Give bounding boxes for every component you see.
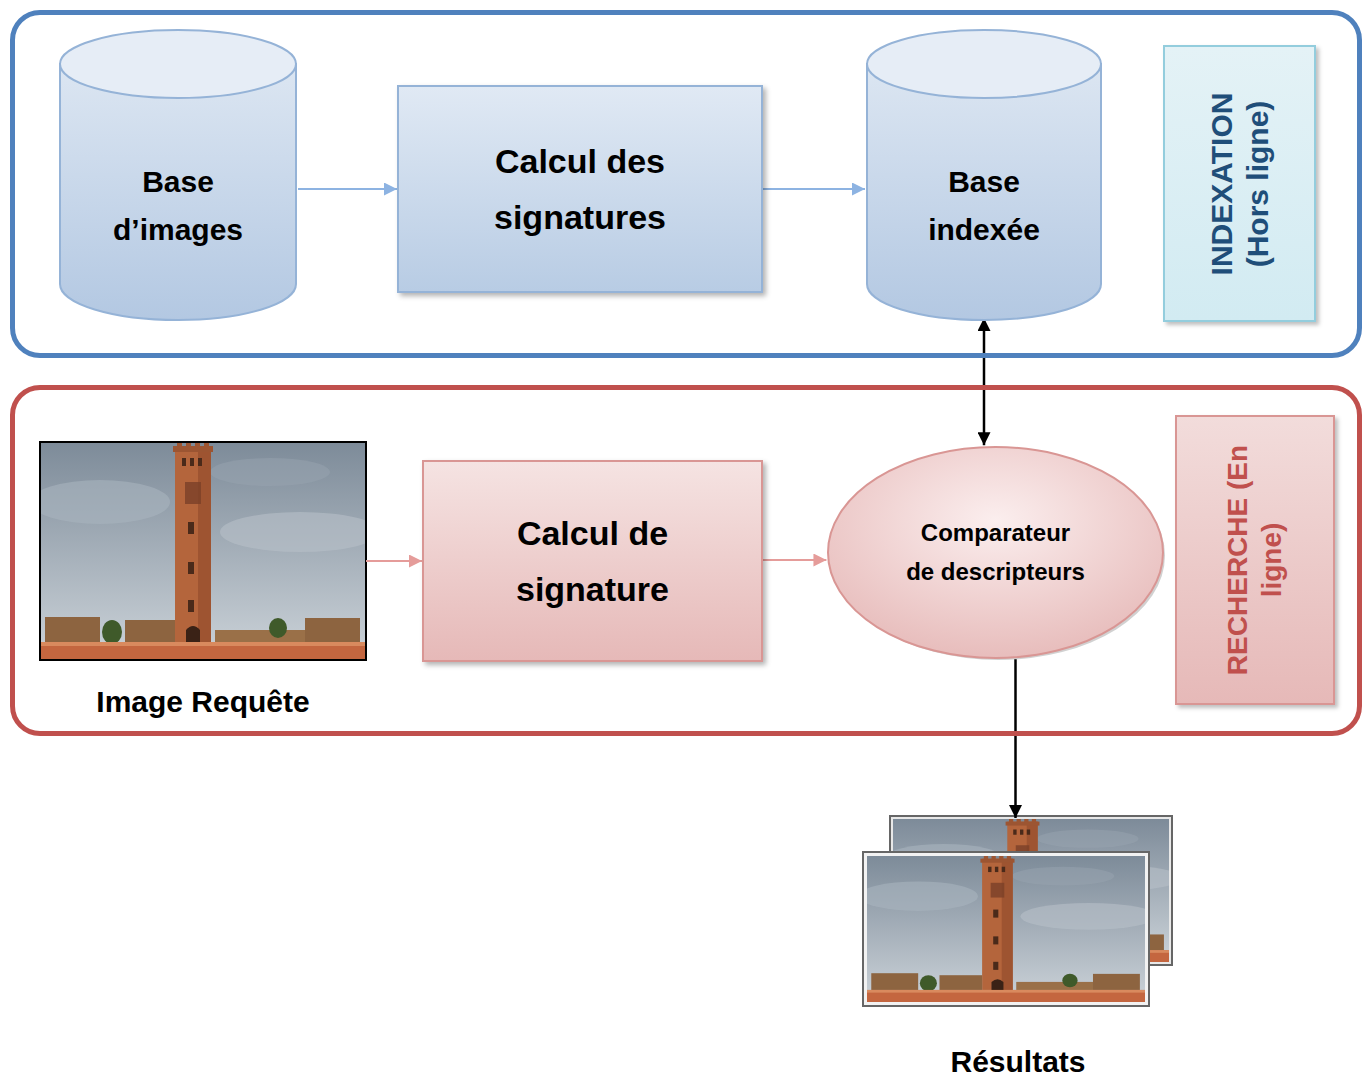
database-cylinder: Base indexée — [865, 28, 1103, 322]
node-label: Comparateur de descripteurs — [905, 514, 1087, 591]
arrow-connector — [763, 188, 865, 190]
node-label: Base indexée — [904, 158, 1064, 254]
section-band: INDEXATION (Hors ligne) Base d’images Calc… — [10, 10, 1362, 358]
arrow-connector — [298, 188, 397, 190]
image-caption: Résultats — [950, 1044, 1085, 1080]
query-image: Image Requête — [40, 442, 366, 720]
arrow-connector — [983, 318, 986, 445]
section-band: RECHERCHE (En ligne) Image Requête Calcul … — [10, 385, 1362, 736]
database-cylinder: Base d’images — [58, 28, 298, 322]
comparator-ellipse: Comparateur de descripteurs — [826, 445, 1165, 660]
node-label: Base d’images — [98, 158, 258, 254]
process-box: Calcul de signature — [422, 460, 763, 662]
section-label: RECHERCHE (En ligne) — [1221, 427, 1288, 693]
ellipse-outline — [826, 445, 1165, 660]
process-box: Calcul des signatures — [397, 85, 763, 293]
arrow-connector — [763, 559, 826, 561]
arrow-connector — [366, 560, 422, 562]
result-images: Résultats — [866, 818, 1170, 1080]
node-label: Calcul de signature — [473, 505, 713, 617]
section-tag: INDEXATION (Hors ligne) — [1163, 45, 1316, 322]
node-label: Calcul des signatures — [450, 133, 710, 245]
arrow-connector — [1014, 659, 1017, 818]
section-tag: RECHERCHE (En ligne) — [1175, 415, 1335, 705]
section-label: INDEXATION (Hors ligne) — [1204, 57, 1276, 310]
image-caption: Image Requête — [96, 684, 309, 720]
